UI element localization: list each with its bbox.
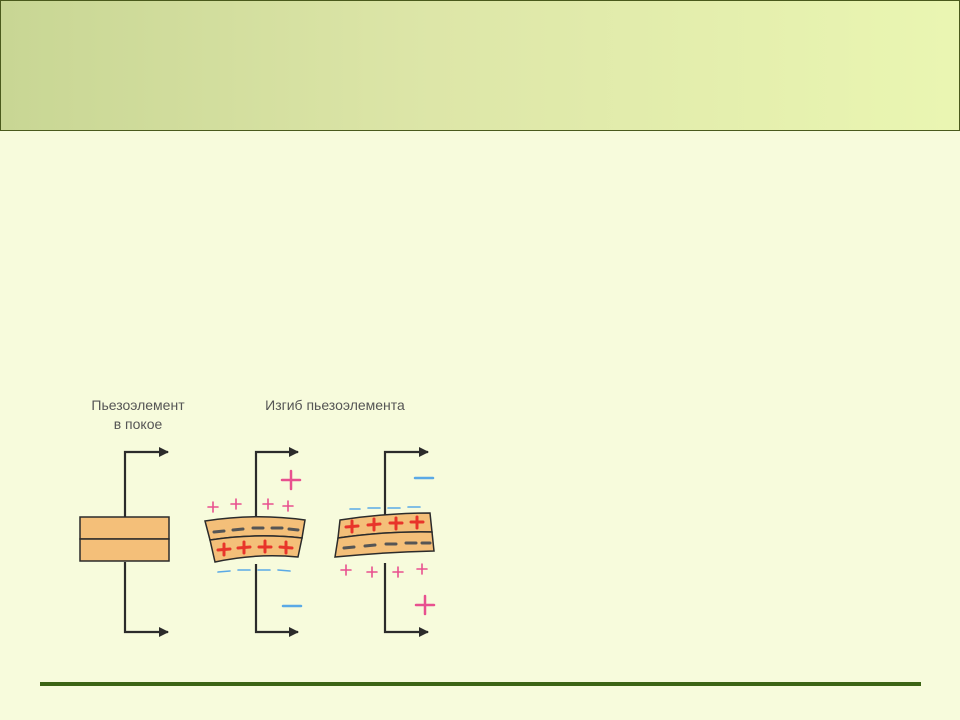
terminal-sign-positive-bend-2: [414, 594, 436, 616]
piezo-element-bend-down: [204, 447, 306, 637]
inner-charges-top-bend-2: [344, 515, 425, 534]
caption-piezo-at-rest: Пьезоэлемент в покое: [78, 396, 198, 434]
piezo-element-bend-up: [334, 447, 436, 637]
wire-top-rest: [123, 447, 169, 517]
surface-charges-bottom-bend-1: [217, 569, 291, 573]
wire-bottom-bend-2: [383, 563, 429, 637]
wire-bottom-rest: [123, 562, 169, 637]
piezo-layer-bottom-bend-2: [334, 531, 435, 558]
piezo-figure: [79, 447, 436, 637]
terminal-sign-positive-bend-1: [280, 469, 302, 491]
piezo-element-rest: [79, 447, 170, 637]
footer-divider: [40, 682, 921, 686]
surface-charges-top-bend-2: [349, 506, 421, 510]
piezo-layer-bottom-rest: [79, 538, 170, 562]
surface-charges-top-bend-1: [207, 498, 294, 513]
wire-top-bend-2: [383, 447, 429, 516]
caption-piezo-bending: Изгиб пьезоэлемента: [265, 397, 405, 413]
piezo-diagram: Пьезоэлемент в покое Изгиб пьезоэлемента: [60, 390, 460, 650]
inner-charges-top-bend-1: [212, 526, 300, 534]
caption-rest-line-2: в покое: [113, 416, 163, 432]
title-bar: [0, 0, 960, 131]
surface-charges-bottom-bend-2: [340, 563, 428, 578]
wire-top-bend-1: [254, 447, 299, 518]
caption-rest-line-1: Пьезоэлемент: [91, 397, 185, 413]
piezo-layer-bottom-bend-1: [209, 535, 303, 563]
inner-charges-bottom-bend-1: [216, 539, 294, 557]
wire-bottom-bend-1: [254, 564, 299, 637]
piezo-layer-top-rest: [79, 516, 170, 540]
inner-charges-bottom-bend-2: [342, 541, 432, 550]
